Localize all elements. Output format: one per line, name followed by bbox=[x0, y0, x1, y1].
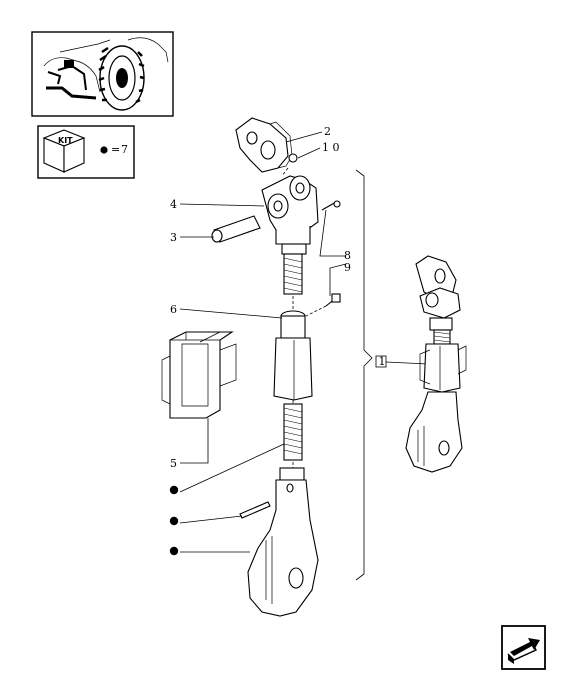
callout-8: 8 bbox=[344, 249, 351, 262]
callout-1: 1 bbox=[379, 355, 386, 368]
kit-bullet-3 bbox=[169, 546, 179, 556]
kit-legend: KIT = 7 bbox=[37, 125, 135, 179]
callout-10: 1 0 bbox=[322, 141, 340, 154]
part-screw bbox=[321, 200, 341, 211]
kit-equals: = bbox=[111, 143, 120, 156]
tractor-wheel-icon bbox=[43, 37, 169, 111]
callout-6: 6 bbox=[170, 303, 177, 316]
part-lower-fork bbox=[247, 467, 319, 617]
part-clevis bbox=[261, 175, 319, 255]
kit-ref-number: 7 bbox=[121, 143, 128, 156]
callout-2: 2 bbox=[324, 125, 331, 138]
kit-bullet-1 bbox=[169, 485, 179, 495]
callout-5: 5 bbox=[170, 457, 177, 470]
next-page-button[interactable] bbox=[501, 625, 546, 670]
assembled-top-link bbox=[405, 255, 467, 473]
part-sleeve bbox=[273, 310, 313, 401]
tractor-thumbnail bbox=[31, 31, 174, 117]
next-page-arrow-icon bbox=[507, 638, 540, 664]
part-pin bbox=[211, 215, 261, 243]
callout-3: 3 bbox=[170, 231, 177, 244]
assembly-bracket: 1 bbox=[355, 169, 429, 581]
callout-leaders bbox=[179, 131, 347, 553]
callout-9: 9 bbox=[344, 261, 351, 274]
kit-label: KIT bbox=[58, 136, 73, 145]
part-guard bbox=[161, 331, 237, 419]
bullet-icon bbox=[100, 146, 108, 154]
part-upper-rod bbox=[283, 253, 303, 295]
kit-cube-icon: KIT bbox=[42, 129, 86, 173]
part-bracket bbox=[235, 117, 293, 173]
part-roll-pin bbox=[239, 501, 271, 519]
kit-bullet-2 bbox=[169, 516, 179, 526]
part-grease-nipple bbox=[325, 293, 341, 307]
part-lower-rod bbox=[283, 403, 303, 461]
top-link-assembly bbox=[161, 117, 341, 617]
callout-4: 4 bbox=[170, 198, 177, 211]
part-nut bbox=[288, 153, 298, 163]
